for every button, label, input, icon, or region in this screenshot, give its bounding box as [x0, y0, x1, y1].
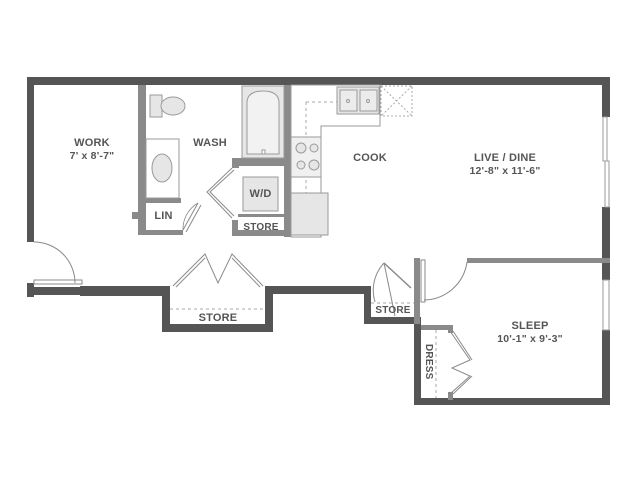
room-label-sleep: SLEEP 10'-1" x 9'-3" — [470, 320, 590, 346]
closet-label-wd: W/D — [249, 188, 272, 200]
window-sleep — [602, 279, 610, 331]
washer-dryer — [242, 176, 279, 212]
bathroom-sink — [151, 153, 173, 183]
room-label-wash: WASH — [185, 137, 235, 150]
room-dimensions: 10'-1" x 9'-3" — [497, 333, 563, 345]
inner-walls — [132, 85, 610, 400]
closet-label-store-entry: STORE — [375, 305, 411, 316]
closet-label-store-laundry: STORE — [243, 222, 279, 233]
closet-label-lin: LIN — [154, 210, 173, 222]
room-dimensions: 7' x 8'-7" — [69, 150, 115, 162]
refrigerator — [290, 192, 329, 236]
windows — [602, 116, 610, 331]
room-name: LIVE / DINE — [473, 152, 537, 164]
room-name: COOK — [353, 152, 387, 164]
room-name: WASH — [193, 137, 227, 149]
room-dimensions: 12'-8" x 11'-6" — [469, 165, 541, 177]
range-cooktop — [290, 136, 322, 178]
room-name: WORK — [74, 137, 110, 149]
toilet-bowl — [160, 96, 186, 116]
dashed-lines — [170, 101, 437, 398]
closet-label-store-hall: STORE — [198, 312, 238, 324]
window-live — [602, 116, 608, 162]
window-live-2 — [604, 160, 610, 208]
closet-label-dress: DRESS — [423, 344, 434, 380]
room-label-live-dine: LIVE / DINE 12'-8" x 11'-6" — [445, 152, 565, 178]
room-name: SLEEP — [511, 320, 549, 332]
doors — [33, 167, 473, 395]
outer-walls — [27, 77, 610, 405]
room-label-work: WORK 7' x 8'-7" — [52, 137, 132, 163]
toilet-tank — [149, 94, 163, 118]
fixtures — [145, 84, 413, 238]
dishwasher — [380, 85, 413, 117]
room-label-cook: COOK — [340, 152, 400, 165]
